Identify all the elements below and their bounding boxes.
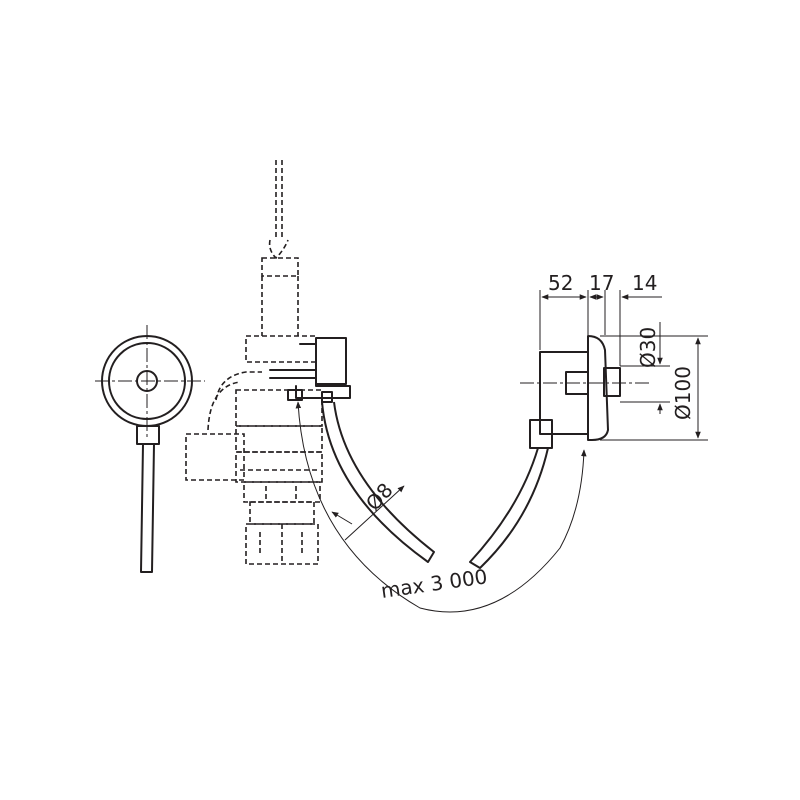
vertical-dimensions: Ø30 Ø100 — [600, 322, 708, 441]
dia30-label: Ø30 — [636, 327, 660, 368]
button-side-view — [520, 335, 652, 449]
air-tube-right — [469, 447, 549, 569]
dim-52-label: 52 — [548, 271, 573, 295]
horizontal-dimensions: 52 17 14 — [539, 271, 662, 366]
dia100-label: Ø100 — [671, 366, 695, 420]
max-length-label: max 3 000 — [379, 564, 488, 603]
dim-14-label: 14 — [632, 271, 657, 295]
dim-17-label: 17 — [589, 271, 614, 295]
cistern-valve-outline — [185, 160, 323, 565]
button-front-view — [95, 325, 205, 573]
pneumatic-receiver — [269, 337, 351, 403]
